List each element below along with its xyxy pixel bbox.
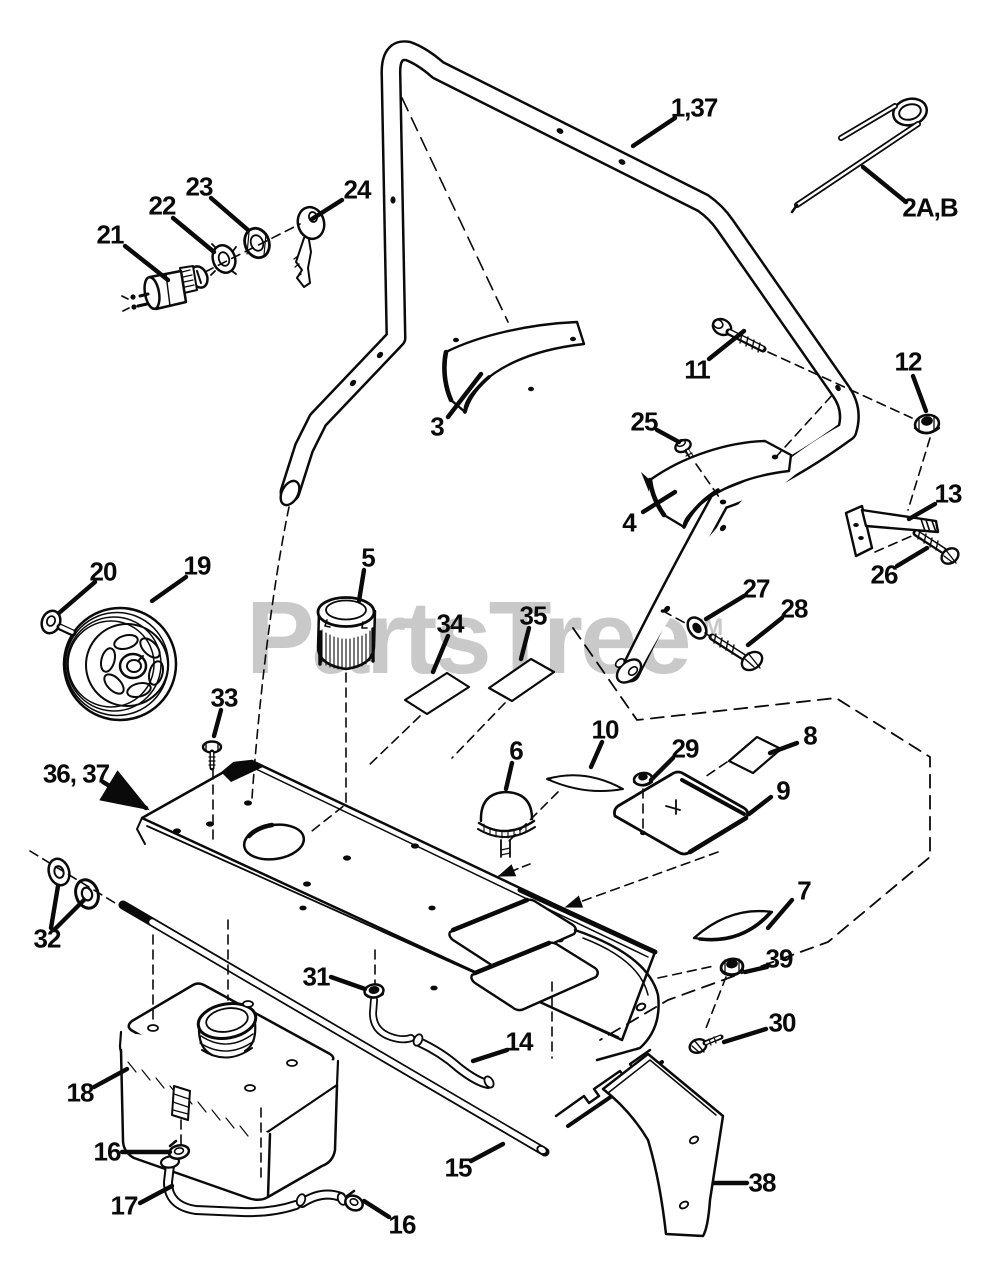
curved-washer: [686, 616, 708, 640]
flange-nut-29: [632, 771, 654, 787]
ignition-switch: [121, 265, 209, 312]
callout-leader: [518, 625, 532, 662]
callout-leader: [588, 739, 605, 770]
hex-nut: [243, 226, 271, 260]
discharge-chute: [554, 1048, 725, 1238]
callout-leader: [208, 195, 251, 233]
hex-washer-screw: [201, 740, 223, 771]
hose-clamp-right: [344, 1189, 364, 1212]
grommet: [363, 983, 385, 999]
callout-leader: [742, 964, 770, 975]
callout-leader: [328, 974, 368, 992]
callout-leader: [503, 760, 515, 792]
callout-leader: [99, 770, 150, 811]
tank-holes: [147, 1000, 298, 1092]
callout-leader: [309, 197, 345, 222]
decal-8: [727, 735, 783, 775]
callout-leader: [356, 567, 367, 604]
callout-leader: [703, 593, 747, 622]
lock-washer: [210, 243, 237, 276]
callout-leader: [765, 897, 795, 931]
fuel-hose-upper: [369, 996, 495, 1089]
cap-ribs: [321, 629, 371, 670]
pulley-wheel: [62, 606, 178, 722]
handle-bracket-upper: [442, 320, 586, 414]
callout-leader: [170, 215, 217, 255]
callout-leader: [470, 1047, 510, 1064]
callout-leader: [630, 115, 678, 149]
pulley-spokes: [99, 633, 165, 699]
leaf-spring-7: [692, 909, 774, 942]
fuel-cap: [316, 596, 377, 671]
handle-bar: [279, 40, 860, 684]
callout-leader: [91, 1066, 130, 1090]
support-bracket: [844, 504, 940, 558]
callout-leader: [137, 1183, 175, 1206]
leader-lines: [48, 115, 938, 1220]
deck-holes: [173, 800, 564, 991]
callout-leader: [640, 489, 678, 515]
cotter-pin: [790, 97, 929, 214]
callout-leader: [906, 501, 938, 522]
callout-leader: [706, 328, 747, 362]
callout-leader: [910, 373, 929, 414]
fuel-tank: [118, 982, 340, 1201]
callout-leader: [52, 897, 87, 932]
decal-35: [487, 657, 556, 703]
callout-leader: [56, 579, 98, 616]
callout-leader: [122, 243, 171, 283]
flange-locknut: [913, 413, 941, 435]
callout-leader: [767, 740, 800, 756]
hex-bolt-right: [912, 529, 960, 565]
engine-outline-dashed: [572, 627, 931, 1041]
ignition-key: [293, 205, 326, 288]
callout-leader: [211, 707, 224, 739]
callout-leader: [361, 1198, 392, 1220]
callout-leader: [648, 755, 676, 783]
primer-bulb: [477, 790, 536, 858]
mount-plate-9: [613, 770, 749, 856]
callout-leader: [445, 371, 484, 420]
deck-plate: [136, 759, 719, 1062]
callout-leader: [468, 1141, 506, 1164]
callout-leader: [860, 164, 909, 205]
callout-leader: [654, 427, 682, 445]
hex-bolt-center: [708, 633, 764, 672]
shoulder-bolt: [40, 609, 77, 637]
callout-leader: [149, 574, 189, 604]
callout-leader: [746, 794, 774, 817]
support-rod: [118, 900, 550, 1157]
leaf-spring-10: [546, 774, 624, 792]
hex-bolt-30: [688, 1034, 724, 1054]
handle-holes: [349, 128, 841, 613]
callout-leader: [721, 1026, 769, 1045]
fuel-hose-lower: [159, 1155, 348, 1218]
decal-34: [403, 671, 471, 716]
alignment-dashes: [29, 97, 931, 1179]
callout-leader: [894, 545, 930, 569]
carriage-bolt: [711, 317, 767, 353]
flange-nut-39: [719, 957, 745, 977]
callout-leader: [430, 633, 451, 675]
callout-leader: [745, 615, 785, 648]
handle-bracket-lower: [641, 439, 793, 529]
callout-leader: [48, 883, 61, 931]
